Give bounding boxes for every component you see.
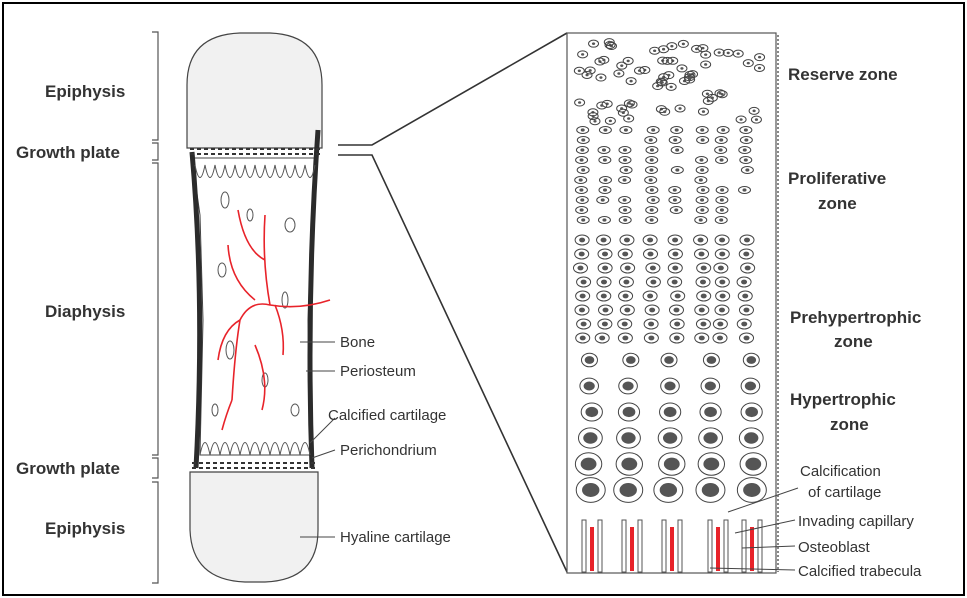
label-hypertrophic-zone-2: zone [830, 415, 869, 434]
invading-capillary-bar [630, 527, 634, 571]
label-epiphysis-top: Epiphysis [45, 82, 125, 101]
label-periosteum: Periosteum [340, 363, 416, 380]
label-osteoblast: Osteoblast [798, 539, 871, 556]
label-diaphysis: Diaphysis [45, 302, 125, 321]
label-bone: Bone [340, 334, 375, 351]
label-growth-plate-bottom: Growth plate [16, 459, 120, 478]
figure-frame [3, 3, 964, 595]
label-hyaline-cartilage: Hyaline cartilage [340, 529, 451, 546]
label-growth-plate-top: Growth plate [16, 143, 120, 162]
label-calcified-cartilage: Calcified cartilage [328, 407, 446, 424]
label-proliferative-zone-1: Proliferative [788, 169, 886, 188]
epiphysis-top-shape [187, 33, 322, 148]
label-prehypertrophic-zone-1: Prehypertrophic [790, 308, 921, 327]
label-calcification-1: Calcification [800, 463, 881, 480]
label-perichondrium: Perichondrium [340, 442, 437, 459]
label-proliferative-zone-2: zone [818, 194, 857, 213]
label-epiphysis-bottom: Epiphysis [45, 519, 125, 538]
invading-capillary-bar [670, 527, 674, 571]
epiphysis-bottom-shape [190, 472, 318, 582]
label-reserve-zone: Reserve zone [788, 65, 898, 84]
label-hypertrophic-zone-1: Hypertrophic [790, 390, 896, 409]
label-invading-capillary: Invading capillary [798, 513, 914, 530]
label-prehypertrophic-zone-2: zone [834, 332, 873, 351]
label-calcified-trabecula: Calcified trabecula [798, 563, 922, 580]
label-calcification-2: of cartilage [808, 484, 881, 501]
invading-capillary-bar [590, 527, 594, 571]
growth-plate-detail [567, 33, 778, 573]
invading-capillary-bar [716, 527, 720, 571]
invading-capillary-bar [750, 527, 754, 571]
long-bone-illustration [187, 33, 330, 582]
